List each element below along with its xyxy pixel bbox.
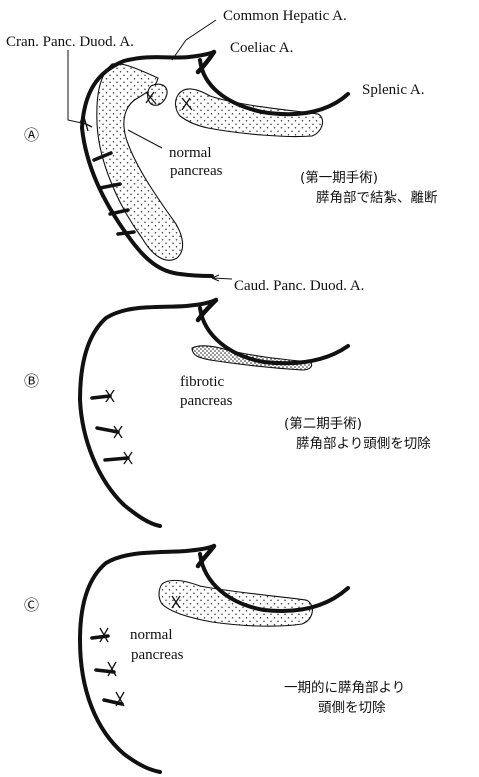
panel-mark-a: Ⓐ (24, 126, 39, 144)
note-b-line2: 膵角部より頭側を切除 (296, 436, 431, 452)
note-c-line2: 頭側を切除 (318, 700, 386, 716)
label-common-hepatic: Common Hepatic A. (223, 8, 347, 24)
label-pancreas-b: pancreas (180, 393, 233, 409)
leader-normal-pancreas-a (128, 130, 162, 148)
label-splenic: Splenic A. (362, 82, 425, 98)
pancreas-head-a (97, 64, 183, 261)
note-a-line2: 膵角部で結紮、離断 (316, 190, 438, 206)
label-caud-panc-duod: Caud. Panc. Duod. A. (234, 278, 364, 294)
label-normal-a: normal (169, 145, 212, 161)
pancreas-lobe-a (148, 84, 167, 105)
panel-c: normal pancreas Ⓒ 一期的に膵角部より 頭側を切除 (24, 546, 405, 772)
label-coeliac: Coeliac A. (230, 40, 293, 56)
label-pancreas-c: pancreas (131, 647, 184, 663)
pancreatic-branches-b (92, 396, 128, 460)
label-pancreas-a: pancreas (170, 163, 223, 179)
note-b-line1: (第二期手術) (284, 415, 362, 432)
ligation-marks-b (106, 390, 132, 464)
note-c-line1: 一期的に膵角部より (284, 680, 405, 696)
note-a-line1: (第一期手術) (300, 169, 378, 186)
label-fibrotic-b: fibrotic (180, 374, 224, 390)
panel-b: fibrotic pancreas Ⓑ (第二期手術) 膵角部より頭側を切除 (24, 300, 431, 526)
panel-mark-b: Ⓑ (24, 372, 39, 390)
panel-mark-c: Ⓒ (24, 596, 39, 614)
label-cran-panc-duod: Cran. Panc. Duod. A. (6, 34, 134, 50)
panel-a: Common Hepatic A. Cran. Panc. Duod. A. C… (6, 8, 438, 294)
pancreas-body-c (159, 580, 312, 626)
gastroduodenal-artery-b (80, 400, 160, 526)
label-normal-c: normal (130, 627, 173, 643)
